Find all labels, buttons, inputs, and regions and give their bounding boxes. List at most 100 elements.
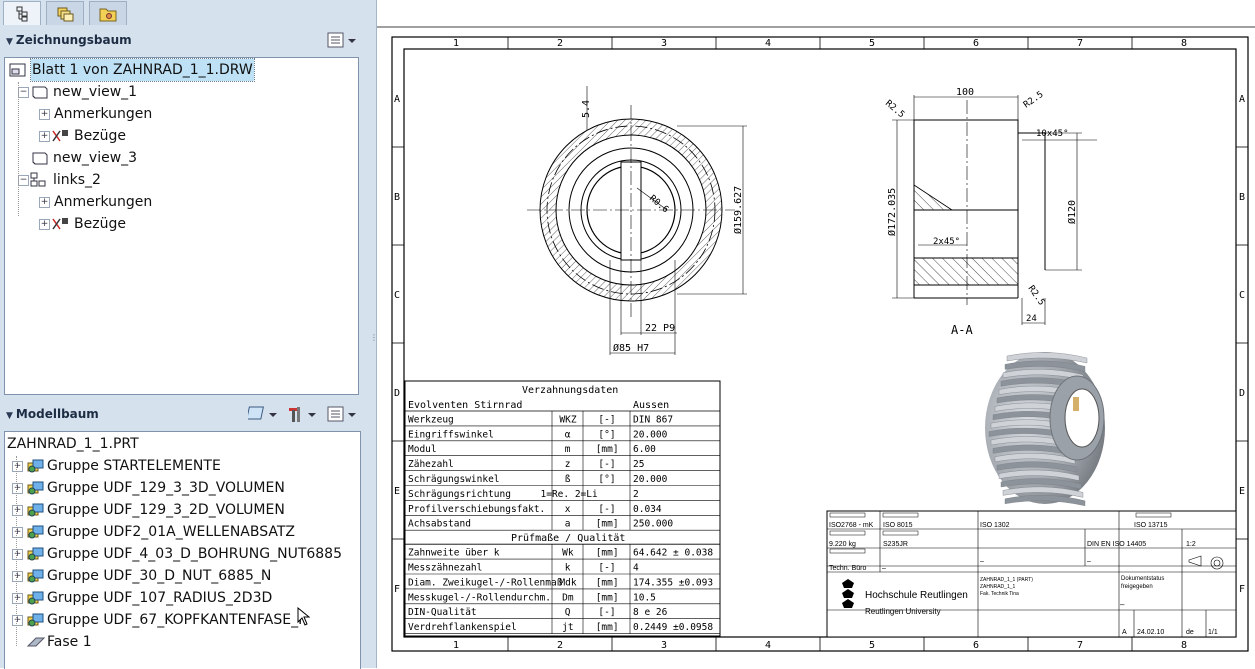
- drawing-tree-item[interactable]: −links_2: [5, 169, 355, 191]
- gear-table-cell: 20.000: [633, 474, 668, 485]
- datum-icon: [51, 216, 71, 239]
- model-tree-label: Gruppe UDF_129_3_3D_VOLUMEN: [47, 480, 285, 496]
- group-icon: [26, 612, 46, 635]
- model-tree-item[interactable]: +Gruppe UDF_129_3_2D_VOLUMEN: [5, 499, 360, 521]
- folder-tab[interactable]: [89, 1, 127, 25]
- model-display-button[interactable]: [246, 404, 280, 428]
- zone-row-label: F: [394, 584, 400, 595]
- dim-r1-text: R2.5: [883, 99, 906, 121]
- model-tree-item[interactable]: + Gruppe UDF_30_D_NUT_6885_N: [5, 565, 360, 587]
- zone-column-label: 4: [765, 38, 771, 49]
- settings-list-icon: [327, 32, 356, 48]
- model-tree-header[interactable]: ▼Modellbaum: [6, 407, 99, 421]
- projection-symbol-icon: [1188, 555, 1224, 570]
- gear-table-cell: 64.642 ± 0.038: [633, 548, 713, 559]
- expand-icon[interactable]: +: [12, 593, 23, 604]
- section-label: A-A: [951, 323, 973, 337]
- gear-table-cell: ß: [565, 474, 571, 485]
- expand-icon[interactable]: +: [12, 483, 23, 494]
- gear-table-cell: z: [565, 459, 571, 470]
- splitter-handle[interactable]: ⋮: [370, 333, 378, 342]
- dim-module-text: 5.4: [581, 100, 592, 118]
- gear-table-cell: Messkugel-/-Rollendurchm.: [408, 592, 551, 603]
- expand-icon[interactable]: +: [12, 527, 23, 538]
- dim-r2-text: R2.5: [1022, 90, 1046, 111]
- expand-icon[interactable]: +: [12, 505, 23, 516]
- zone-column-label: 6: [973, 640, 979, 651]
- drawing-tree-header[interactable]: ▼Zeichnungsbaum: [6, 33, 132, 47]
- gear-table-cell: [-]: [598, 504, 615, 515]
- expand-icon[interactable]: +: [39, 109, 50, 120]
- university-logo-icon: [842, 579, 854, 608]
- drawing-tree-label: new_view_3: [53, 150, 138, 166]
- drawing-tree-item[interactable]: new_view_3: [5, 147, 355, 169]
- expand-icon[interactable]: +: [39, 131, 50, 142]
- drawing-tree: Blatt 1 von ZAHNRAD_1_1.DRW−new_view_1+A…: [4, 57, 359, 395]
- gear-table-cell: [-]: [598, 414, 615, 425]
- expand-icon[interactable]: +: [12, 461, 23, 472]
- model-tools-button[interactable]: [287, 404, 319, 428]
- model-tree-item[interactable]: +Gruppe UDF_67_KOPFKANTENFASE_I: [5, 609, 360, 631]
- tb-rev: A: [1122, 629, 1127, 636]
- expand-icon[interactable]: +: [12, 615, 23, 626]
- zone-column-label: 8: [1181, 640, 1187, 651]
- chamfer-icon: [26, 634, 46, 657]
- expand-icon[interactable]: +: [12, 571, 23, 582]
- gear-table-cell: 174.355 ±0.093: [633, 577, 713, 588]
- zone-column-label: 7: [1077, 38, 1083, 49]
- zone-column-label: 4: [765, 640, 771, 651]
- model-tree-label: Gruppe STARTELEMENTE: [47, 458, 221, 474]
- model-tree-label: Gruppe UDF_4_03_D_BOHRUNG_NUT6885: [47, 546, 342, 562]
- group-icon: [26, 568, 46, 591]
- zone-row-label: B: [394, 192, 400, 203]
- model-tree-item[interactable]: +Gruppe UDF_107_RADIUS_2D3D: [5, 587, 360, 609]
- front-view: 5.4 R0.6 Ø159.627 22 P9 Ø85 H7: [527, 86, 747, 355]
- settings-list-icon: [327, 406, 356, 422]
- dim-small-text: 24: [1026, 314, 1037, 324]
- model-tree-item[interactable]: +Gruppe UDF2_01A_WELLENABSATZ: [5, 521, 360, 543]
- tb-date: 24.02.10: [1137, 629, 1164, 636]
- dim-keyway-text: 22 P9: [645, 323, 675, 334]
- drawing-tree-item[interactable]: + Bezüge: [5, 213, 355, 235]
- drawing-tree-item[interactable]: −new_view_1: [5, 81, 355, 103]
- drawing-tree-item[interactable]: +Anmerkungen: [5, 191, 355, 213]
- model-tree-tab[interactable]: [3, 1, 41, 25]
- panel-tabs: [0, 0, 376, 26]
- drawing-tree-item[interactable]: +Anmerkungen: [5, 103, 355, 125]
- tools-icon: [289, 407, 316, 422]
- model-tree-label: Gruppe UDF_30_D_NUT_6885_N: [47, 568, 272, 584]
- drawing-tree-item[interactable]: Blatt 1 von ZAHNRAD_1_1.DRW: [5, 58, 355, 82]
- zone-column-label: 1: [453, 38, 459, 49]
- tb-part2: ZAHNRAD_1_1: [980, 584, 1016, 590]
- group-icon: [26, 546, 46, 569]
- layers-tab[interactable]: [46, 1, 84, 25]
- model-tree-root[interactable]: ZAHNRAD_1_1.PRT: [7, 436, 139, 452]
- drawing-tree-item[interactable]: +Bezüge: [5, 125, 355, 147]
- model-tree-item[interactable]: + Gruppe STARTELEMENTE: [5, 455, 360, 477]
- expand-icon[interactable]: +: [12, 549, 23, 560]
- gear-table-cell: Schrägungswinkel: [408, 474, 500, 485]
- drawing-tree-settings-button[interactable]: [327, 31, 359, 53]
- gear-table-cell: [°]: [598, 474, 615, 485]
- tb-sheet: 1/1: [1208, 629, 1218, 636]
- tb-iso3: ISO 1302: [980, 522, 1010, 529]
- gear-table-cell: [mm]: [596, 577, 619, 588]
- model-tree-item[interactable]: + Gruppe UDF_4_03_D_BOHRUNG_NUT6885: [5, 543, 360, 565]
- tb-material: S235JR: [883, 541, 908, 548]
- collapse-icon[interactable]: −: [18, 87, 29, 98]
- gear-table-cell: DIN 867: [633, 414, 673, 425]
- model-tree-settings-button[interactable]: [327, 404, 359, 428]
- gear-table-cell: Werkzeug: [408, 414, 454, 425]
- gear-table-cell: Zähezahl: [408, 459, 454, 470]
- drawing-tree-label: Bezüge: [74, 216, 126, 232]
- model-tree-item[interactable]: + Gruppe UDF_129_3_3D_VOLUMEN: [5, 477, 360, 499]
- gear-table-cell: 10.5: [633, 592, 656, 603]
- collapse-icon[interactable]: −: [18, 175, 29, 186]
- expand-icon[interactable]: +: [39, 219, 50, 230]
- expand-icon[interactable]: +: [39, 197, 50, 208]
